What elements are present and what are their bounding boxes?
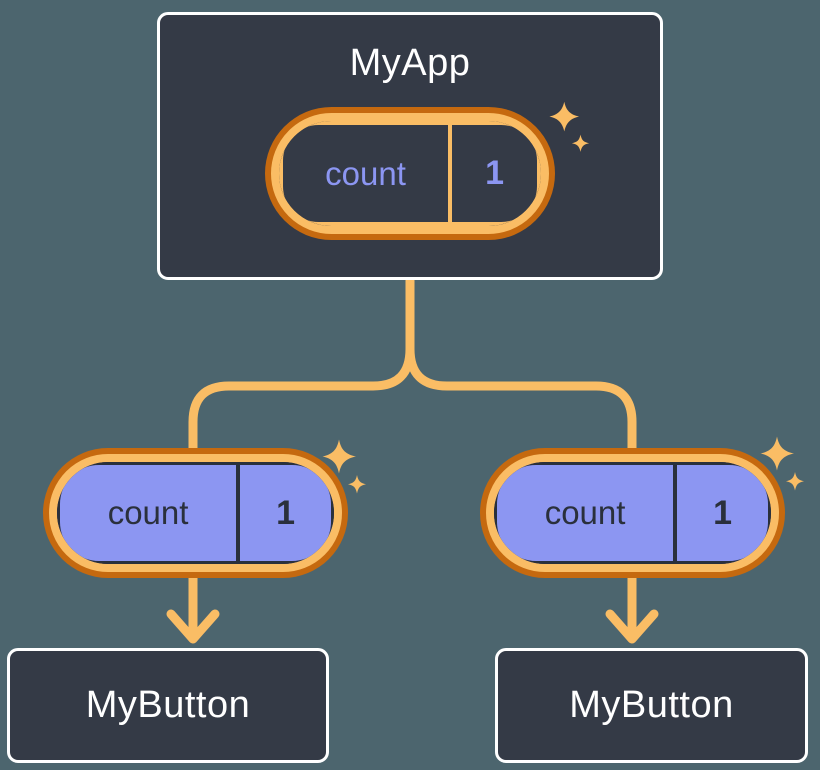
prop-pill-ring: count 1 [486,454,779,572]
prop-pill-body: count 1 [57,462,334,564]
connector-right-branch [405,276,637,643]
prop-name-label: count [544,494,626,531]
pill-divider [236,465,241,561]
pill-divider [448,125,453,222]
prop-pill-left: count 1 [43,448,348,578]
state-pill-ring: count 1 [271,113,549,234]
prop-pill-right: count 1 [480,448,785,578]
state-pill-body: count 1 [279,121,541,226]
sparkles-icon [549,101,590,152]
arrow-down-left-icon [166,609,220,644]
component-title-myapp: MyApp [349,42,471,84]
component-box-mybutton-left: MyButton [7,648,329,763]
state-name-label: count [325,154,406,192]
component-title-mybutton: MyButton [569,683,734,726]
state-value: 1 [485,154,504,192]
pill-divider [673,465,678,561]
prop-value: 1 [276,493,296,532]
component-box-mybutton-right: MyButton [495,648,808,763]
state-pill-root: count 1 [265,107,555,240]
prop-pill-ring: count 1 [49,454,342,572]
arrow-down-right-icon [605,609,659,644]
sparkles-icon [760,436,804,491]
component-title-mybutton: MyButton [85,683,251,726]
prop-name-label: count [107,494,189,531]
prop-pill-body: count 1 [494,462,771,564]
sparkles-icon [322,439,366,494]
prop-value: 1 [713,493,733,532]
